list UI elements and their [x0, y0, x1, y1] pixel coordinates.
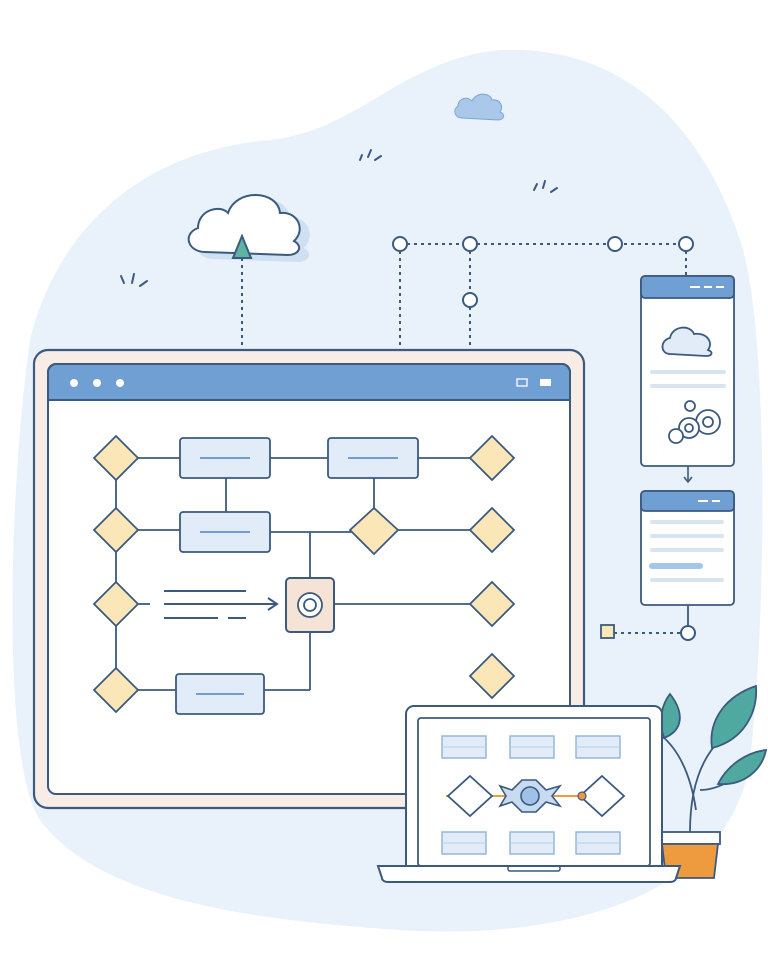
- laptop-decision-node: [578, 774, 626, 818]
- decision-node: [468, 434, 516, 482]
- decision-node: [92, 666, 140, 714]
- gear-icon: [498, 779, 563, 813]
- decision-node: [348, 506, 400, 556]
- side-card: [640, 490, 735, 606]
- pot-rim: [659, 831, 721, 845]
- small-cloud-icon: [454, 93, 505, 121]
- process-node-lines: [196, 457, 398, 695]
- window-dot: [93, 379, 101, 387]
- target-icon: [285, 577, 335, 633]
- decision-nodes: [92, 434, 516, 714]
- laptop: [376, 705, 682, 883]
- cloud-icon: [661, 326, 713, 357]
- decision-node: [468, 580, 516, 628]
- connector-nodes: [392, 236, 696, 641]
- process-nodes: [175, 437, 419, 715]
- window-dot: [70, 379, 78, 387]
- sparkle-icon: [120, 149, 558, 287]
- image-icon: [516, 378, 528, 387]
- gears-icon: [668, 400, 721, 444]
- connector-lines: [399, 243, 687, 634]
- decision-node: [468, 506, 516, 554]
- side-card: [640, 275, 735, 467]
- decision-node: [92, 506, 140, 554]
- data-stream-arrow: [164, 590, 279, 619]
- decision-node: [92, 580, 140, 628]
- laptop-decision-node: [446, 774, 494, 818]
- flow-connectors: [115, 457, 472, 691]
- window-icon: [540, 379, 551, 386]
- cloud-upload-icon: [187, 194, 310, 348]
- plant-icon: [659, 684, 768, 879]
- small-square-node: [600, 624, 615, 639]
- decision-node: [92, 434, 140, 482]
- decision-node: [468, 652, 516, 700]
- window-dot: [116, 379, 124, 387]
- card-arrow: [683, 466, 693, 484]
